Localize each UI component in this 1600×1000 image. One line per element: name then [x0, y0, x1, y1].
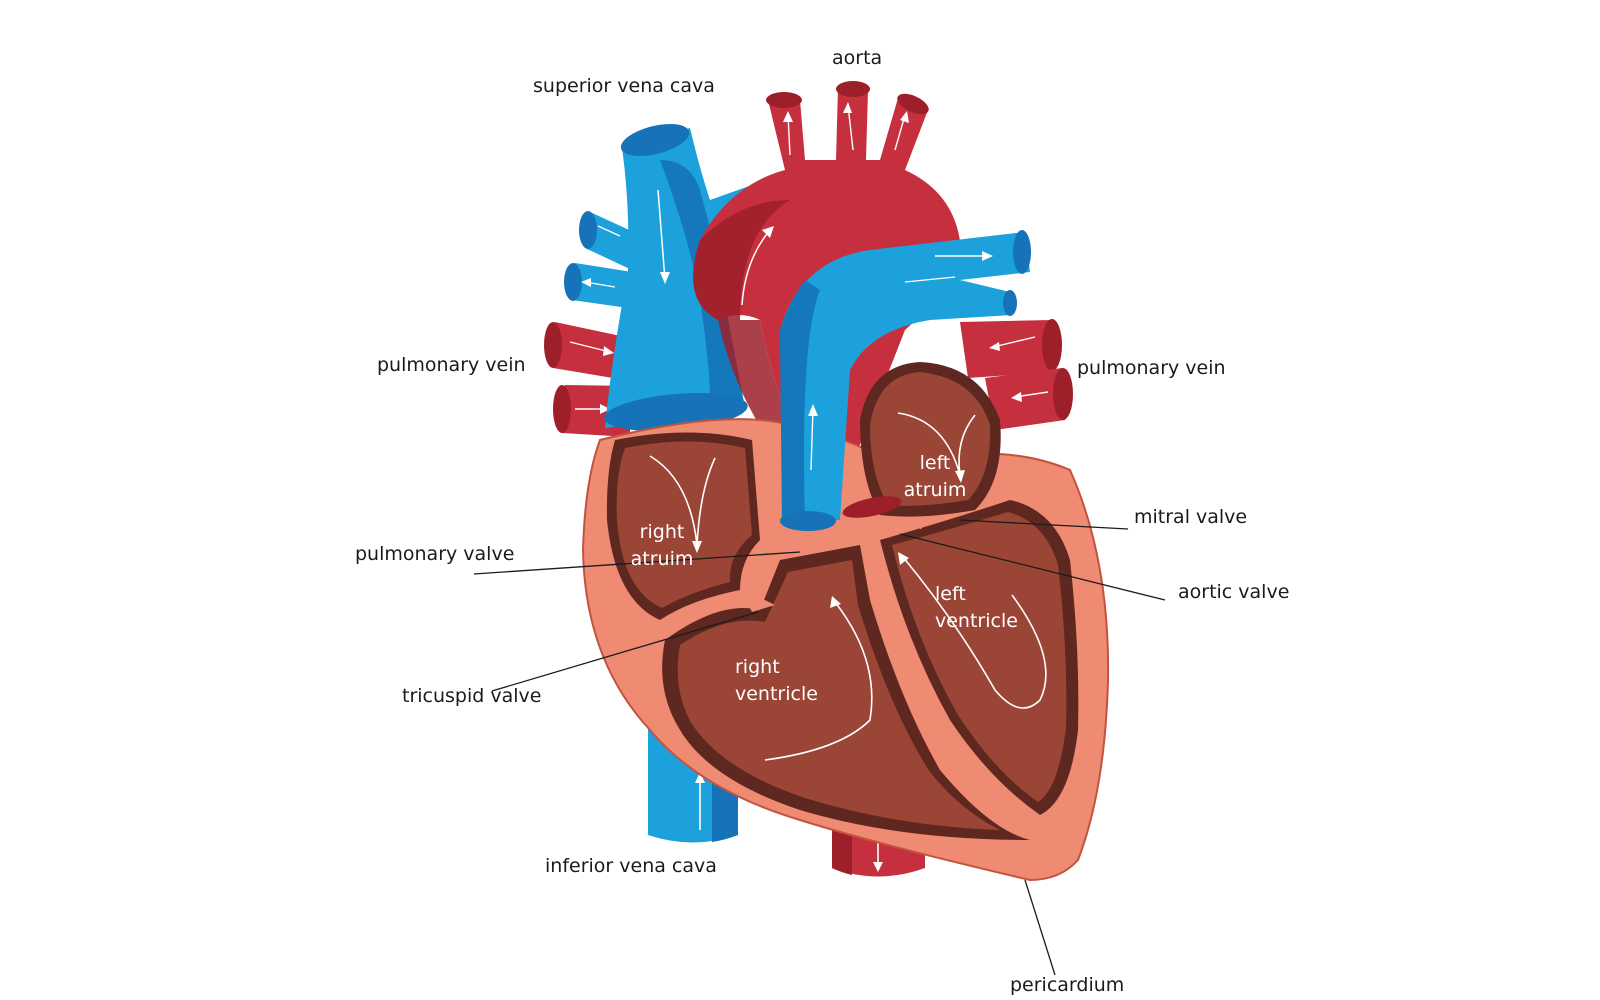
- label-right-atrium: right atruim: [622, 519, 702, 573]
- label-inferior-vena-cava: inferior vena cava: [545, 855, 717, 877]
- left-pulmonary-veins: [544, 322, 630, 437]
- label-pericardium: pericardium: [1010, 974, 1125, 996]
- label-left-atrium: left atruim: [895, 450, 975, 504]
- label-pulmonary-valve: pulmonary valve: [355, 543, 515, 565]
- label-pulmonary-vein-right: pulmonary vein: [1077, 357, 1226, 379]
- label-right-ventricle-line1: right: [735, 656, 780, 678]
- label-right-ventricle-line2: ventricle: [735, 683, 818, 705]
- flow-arrows: [649, 412, 1047, 761]
- tricuspid-valve-flap: [740, 588, 775, 612]
- label-aortic-valve: aortic valve: [1178, 581, 1290, 603]
- label-left-ventricle-line2: ventricle: [935, 610, 1018, 632]
- label-right-atrium-line2: atruim: [630, 548, 694, 570]
- label-aorta: aorta: [832, 47, 883, 69]
- label-mitral-valve: mitral valve: [1134, 506, 1248, 528]
- label-left-atrium-line1: left: [919, 452, 951, 474]
- label-left-atrium-line2: atruim: [903, 479, 967, 501]
- right-pulmonary-veins: [960, 319, 1073, 430]
- label-pulmonary-vein-left: pulmonary vein: [377, 354, 526, 376]
- valve-cusps: [778, 522, 924, 554]
- label-right-atrium-line1: right: [639, 521, 685, 543]
- flow-arrow-heads: [692, 470, 965, 608]
- pulmonary-artery-vessel: [780, 230, 1031, 531]
- label-left-ventricle-line1: left: [935, 583, 966, 605]
- label-right-ventricle: right ventricle: [735, 654, 835, 708]
- label-tricuspid-valve: tricuspid valve: [402, 685, 542, 707]
- aortic-root: [842, 496, 902, 518]
- leader-lines: [473, 519, 1166, 976]
- label-superior-vena-cava: superior vena cava: [533, 75, 715, 97]
- label-left-ventricle: left ventricle: [935, 581, 1035, 635]
